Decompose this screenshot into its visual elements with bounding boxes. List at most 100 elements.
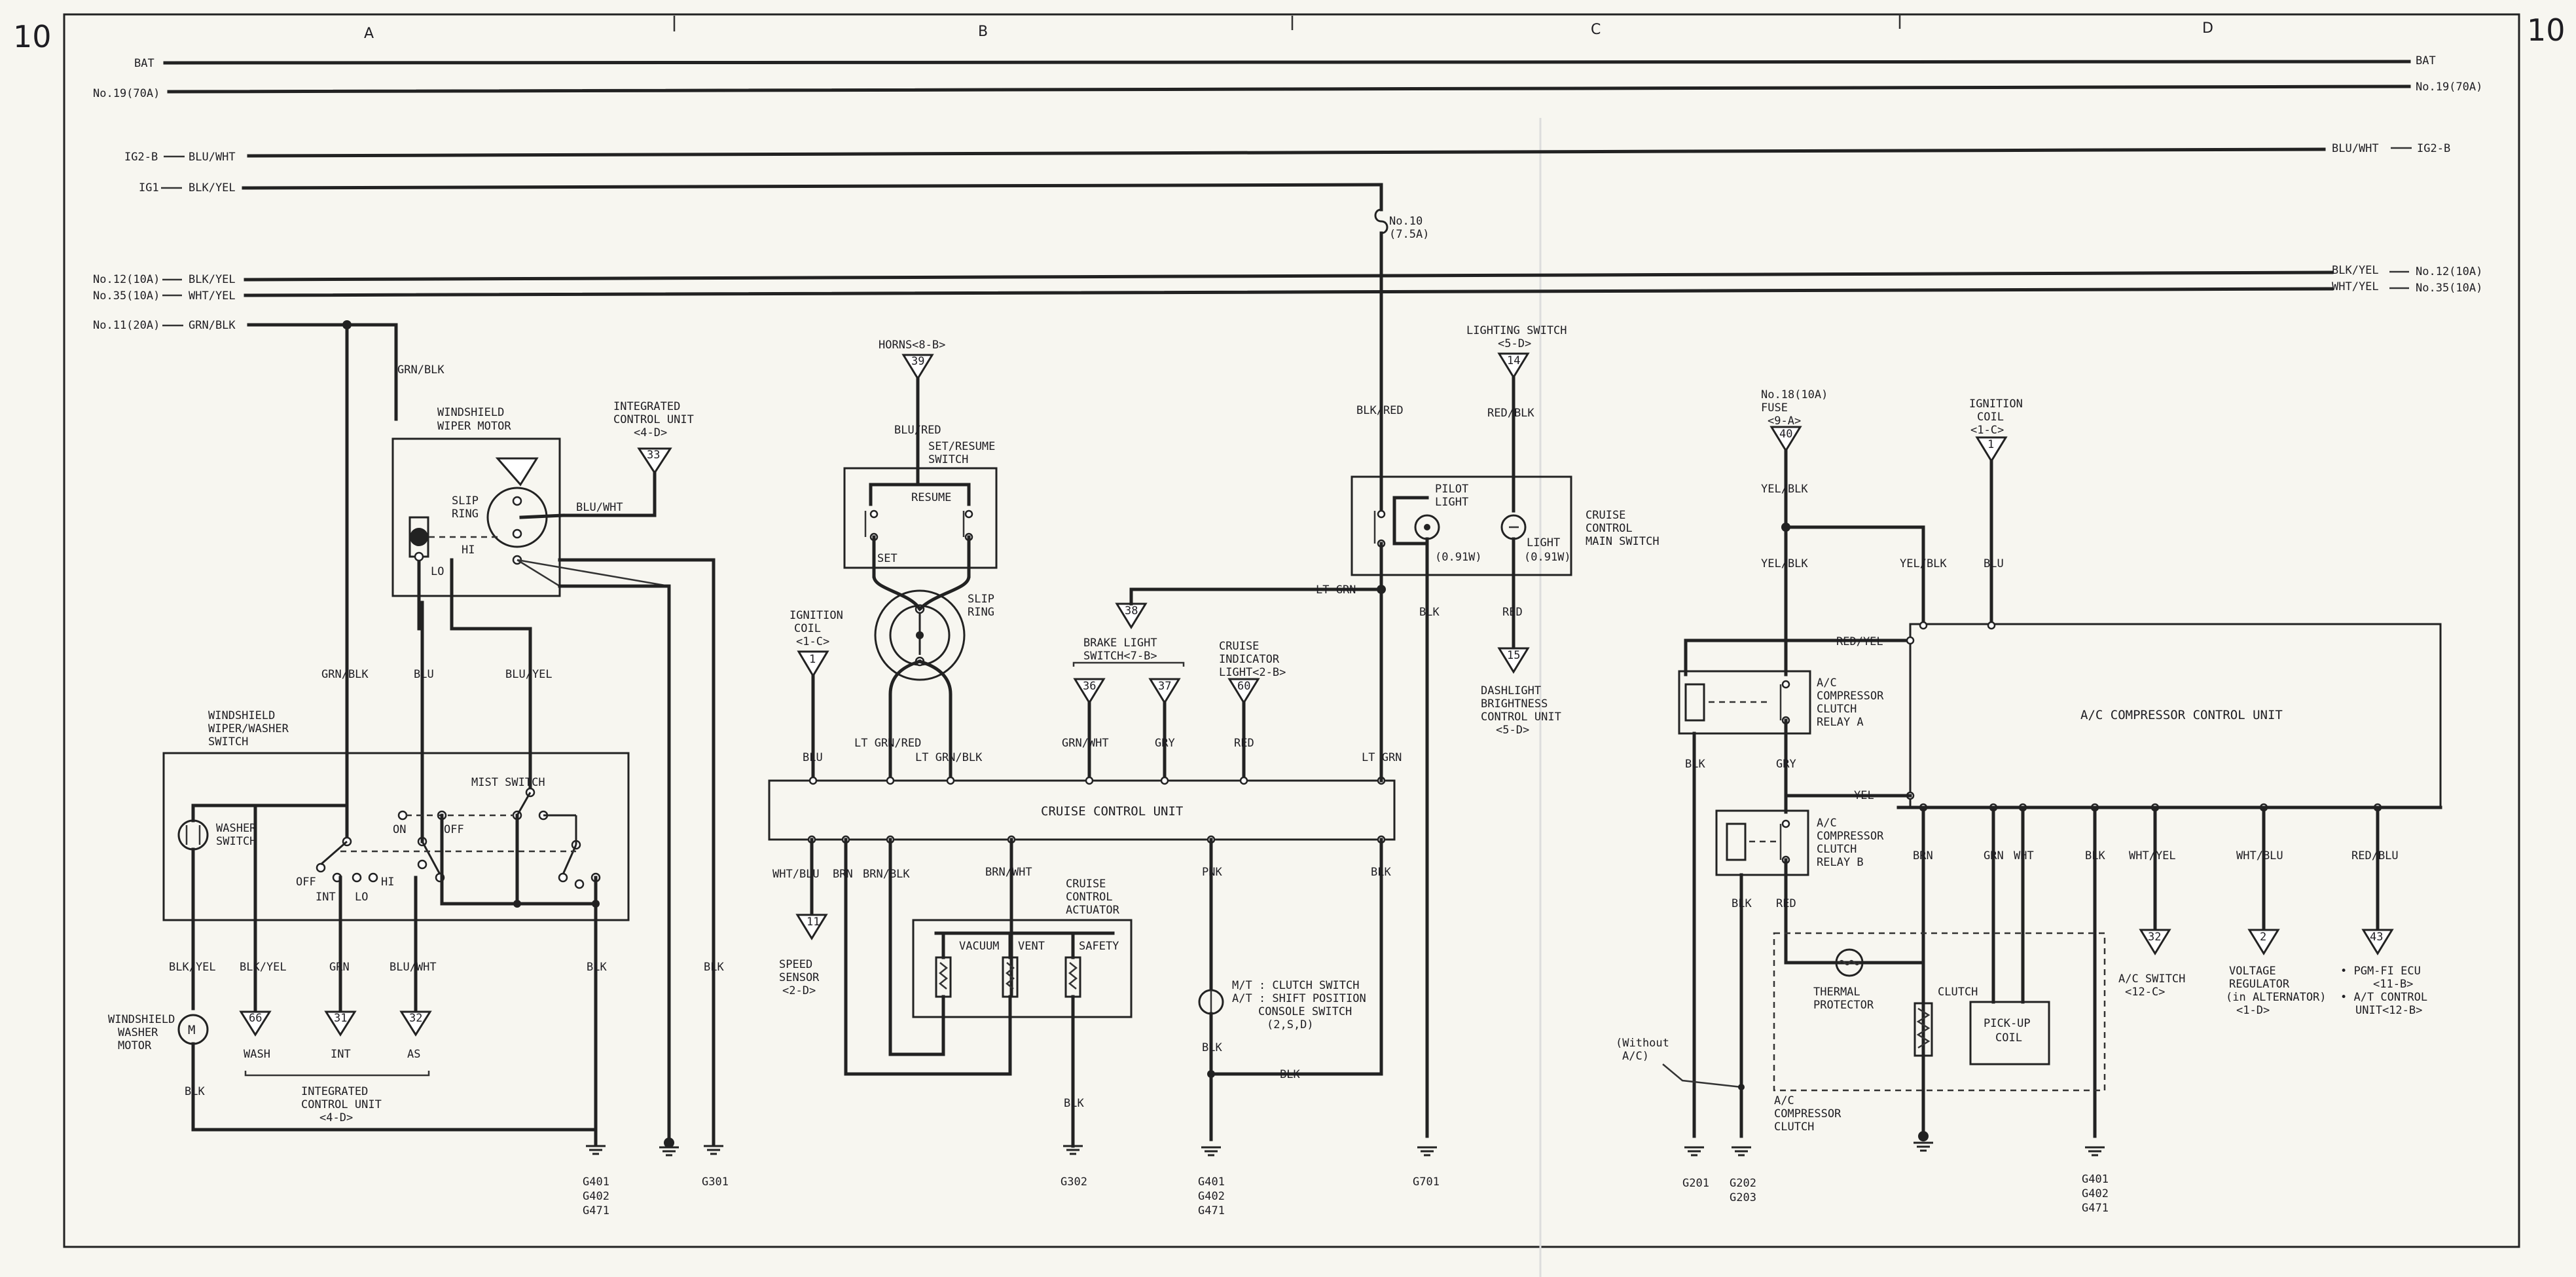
wire-blk-c-d: BLK <box>2085 849 2105 862</box>
fuse-no10-label-2: (7.5A) <box>1389 228 1429 241</box>
relay-a-label-3: CLUTCH <box>1817 703 1857 716</box>
ground-b-g401: G401 <box>1198 1175 1225 1189</box>
icu-pin-33 <box>637 447 672 475</box>
actuator-label-3: ACTUATOR <box>1066 904 1120 917</box>
relay-b-coil <box>1726 823 1747 861</box>
washer-switch-symbol <box>177 819 209 851</box>
speed-sensor-label-1: SPEED <box>779 958 812 971</box>
int-pin <box>324 1010 357 1037</box>
bus-no11-wire-left: GRN/BLK <box>189 319 236 332</box>
pgm-label-2: <11-B> <box>2373 978 2413 991</box>
switch-label-3: SWITCH <box>208 735 248 749</box>
actuator-vacuum: VACUUM <box>959 940 999 953</box>
column-a: A <box>364 26 374 42</box>
page-number-right: 10 <box>2527 12 2566 48</box>
wire-blk-yel-2: BLK/YEL <box>240 961 287 974</box>
bus-no35-wire-left: WHT/YEL <box>189 289 236 303</box>
wire-blk-ccu: BLK <box>1371 866 1391 879</box>
thermal-label-1: THERMAL <box>1813 986 1860 999</box>
compclutch-label-2: COMPRESSOR <box>1774 1107 1841 1120</box>
fuse18-label-2: FUSE <box>1761 401 1788 415</box>
bus-no35-label-left: No.35(10A) <box>93 289 160 303</box>
vreg-label-2: REGULATOR <box>2229 978 2290 991</box>
fuse-no10 <box>1374 208 1388 234</box>
ground-d-g401: G401 <box>2082 1173 2109 1186</box>
horns-pin <box>901 354 934 380</box>
wire-blu-d: BLU <box>1984 557 2004 570</box>
wire-brn: BRN <box>833 868 853 881</box>
relay-b-label-1: A/C <box>1817 817 1837 830</box>
bus-ig2b-label-left: IG2-B <box>124 151 158 164</box>
main-switch-box <box>1351 475 1572 576</box>
horns-label: HORNS<8-B> <box>879 339 945 352</box>
bus-no35-label-right: No.35(10A) <box>2416 282 2482 295</box>
wire-blk-switch: BLK <box>587 961 607 974</box>
column-b: B <box>978 24 988 40</box>
sw-lo-label: LO <box>355 891 368 904</box>
sw-int-label: INT <box>316 891 336 904</box>
fuse-no10-label-1: No.10 <box>1389 215 1423 228</box>
section-a-wiper-washer: GRN/BLK WINDSHIELD WIPER MOTOR SLIP RING… <box>108 320 729 1217</box>
wire-blk-motor: BLK <box>185 1085 205 1098</box>
bus-bat-label-left: BAT <box>134 57 154 70</box>
set-resume-label-1: SET/RESUME <box>928 440 995 453</box>
wire-blk-a: BLK <box>1685 758 1705 771</box>
dashlight-label-4: <5-D> <box>1496 724 1529 737</box>
bus-no19-label-right: No.19(70A) <box>2416 81 2482 94</box>
wire-blk-clutch: BLK <box>1202 1041 1222 1054</box>
without-ac-label-2: A/C) <box>1622 1050 1649 1063</box>
wire-brn-blk: BRN/BLK <box>863 868 910 881</box>
set-resume-label-2: SWITCH <box>928 453 968 466</box>
pilot-light-label-2: LIGHT <box>1435 496 1468 509</box>
ground-d-g471: G471 <box>2082 1202 2109 1215</box>
ground-b-g402: G402 <box>1198 1190 1225 1203</box>
clutch-switch-label-2: A/T : SHIFT POSITION <box>1232 992 1366 1005</box>
cruise-indicator-pin <box>1227 678 1260 705</box>
cruise-control-unit-label: CRUISE CONTROL UNIT <box>1041 804 1183 819</box>
cruise-indicator-label-3: LIGHT<2-B> <box>1219 666 1286 679</box>
cruise-slip-ring-label-1: SLIP <box>968 593 994 606</box>
wire-blk-red: BLK/RED <box>1356 404 1404 417</box>
light-label: LIGHT <box>1527 536 1560 549</box>
icu2-label-1: INTEGRATED <box>301 1085 368 1098</box>
ign-coil-d-label-2: COIL <box>1977 411 2004 424</box>
ground-g401: G401 <box>583 1175 609 1189</box>
thermal-label-2: PROTECTOR <box>1813 999 1874 1012</box>
slip-ring-label-1: SLIP <box>452 494 479 508</box>
brake-pin-37 <box>1148 678 1181 705</box>
bus-ig1-label-left: IG1 <box>139 181 159 194</box>
bus-no12-label-left: No.12(10A) <box>93 273 160 286</box>
ign-coil-label-3: <1-C> <box>796 635 829 648</box>
vreg-label-1: VOLTAGE <box>2229 965 2276 978</box>
wire-blk-link: BLK <box>1280 1068 1300 1081</box>
wire-red-blu-d: RED/BLU <box>2351 849 2399 862</box>
cruise-indicator-pin-label: 60 <box>1237 680 1250 693</box>
wire-lt-grn-c: LT GRN <box>1316 583 1356 597</box>
ground-g202: G202 <box>1730 1177 1756 1190</box>
lighting-switch-label-1: LIGHTING SWITCH <box>1466 324 1567 337</box>
wiper-motor-box <box>391 437 561 597</box>
washer-motor-label-3: MOTOR <box>118 1039 152 1052</box>
wire-yel-d: YEL <box>1854 789 1874 802</box>
pickup-label-2: COIL <box>1995 1031 2022 1045</box>
dashlight-label-3: CONTROL UNIT <box>1481 711 1561 724</box>
wire-grn-d: GRN <box>1984 849 2004 862</box>
bus-ig2b <box>247 147 2326 158</box>
ground-g402: G402 <box>583 1190 609 1203</box>
wash-pin-label: 66 <box>249 1012 262 1025</box>
wiper-washer-switch-box <box>162 752 630 921</box>
motor-hi-label: HI <box>462 544 475 557</box>
dashlight-pin <box>1497 647 1530 674</box>
pilot-light-label-1: PILOT <box>1435 483 1468 496</box>
bus-no12-label-right: No.12(10A) <box>2416 265 2482 278</box>
pgm-label-4: UNIT<12-B> <box>2355 1004 2422 1017</box>
bus-bat-label-right: BAT <box>2416 54 2436 67</box>
column-c: C <box>1591 22 1601 38</box>
bus-lines: BAT BAT No.19(70A) No.19(70A) IG2-B BLU/… <box>93 54 2482 332</box>
clutch-label: CLUTCH <box>1938 986 1978 999</box>
ign-coil-label-2: COIL <box>794 622 821 635</box>
bus-ig1 <box>242 183 1383 190</box>
relay-a-label-4: RELAY A <box>1817 716 1864 729</box>
ground-g301: G301 <box>702 1175 729 1189</box>
clutch-switch-label-1: M/T : CLUTCH SWITCH <box>1232 979 1359 992</box>
